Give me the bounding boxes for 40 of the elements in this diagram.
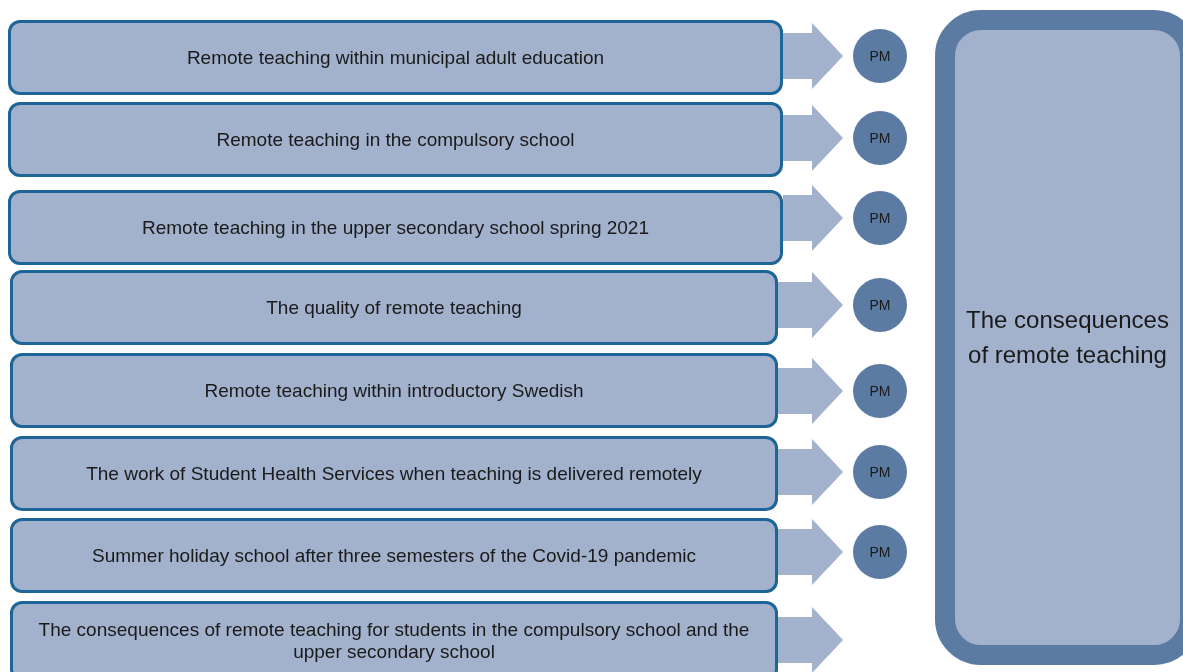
topic-box: [8, 102, 783, 177]
box-text: Remote teaching within introductory Swedish: [204, 379, 584, 402]
box-text: The quality of remote teaching: [266, 296, 522, 319]
box-text: The consequences of remote teaching for students in the compulsory school and the upper secondary school: [37, 619, 751, 663]
pm-label: PM: [869, 48, 891, 64]
block-arrow: [778, 358, 843, 424]
box-text: The consequences of remote teaching: [965, 304, 1170, 370]
pm-circle: [853, 111, 907, 165]
pm-label: PM: [869, 297, 891, 313]
topic-box: [10, 270, 778, 345]
block-arrow: [778, 439, 843, 505]
pm-circle: [853, 29, 907, 83]
box-text: Remote teaching within municipal adult education: [186, 46, 605, 69]
pm-circle: [853, 525, 907, 579]
pm-circle: [853, 278, 907, 332]
pm-label: PM: [869, 130, 891, 146]
pm-label: PM: [869, 383, 891, 399]
block-arrow: [778, 272, 843, 338]
topic-box: [10, 601, 778, 672]
pm-label: PM: [869, 464, 891, 480]
block-arrow: [783, 23, 843, 89]
box-text: Remote teaching in the compulsory school: [216, 128, 575, 151]
box-text: Remote teaching in the upper secondary school spring 2021: [142, 216, 649, 239]
box-text: Summer holiday school after three semesters of the Covid-19 pandemic: [91, 544, 697, 567]
block-arrow: [783, 105, 843, 171]
pm-circle: [853, 191, 907, 245]
pm-label: PM: [869, 544, 891, 560]
block-arrow: [778, 519, 843, 585]
block-arrow: [778, 607, 843, 672]
topic-box: [10, 353, 778, 428]
topic-box: [10, 436, 778, 511]
block-arrow: [783, 185, 843, 251]
pm-label: PM: [869, 210, 891, 226]
topic-box: [8, 20, 783, 95]
pm-circle: [853, 364, 907, 418]
topic-box: [8, 190, 783, 265]
pm-circle: [853, 445, 907, 499]
topic-box: [10, 518, 778, 593]
box-text: The work of Student Health Services when teaching is delivered remotely: [86, 462, 702, 485]
summary-box: [935, 10, 1183, 665]
